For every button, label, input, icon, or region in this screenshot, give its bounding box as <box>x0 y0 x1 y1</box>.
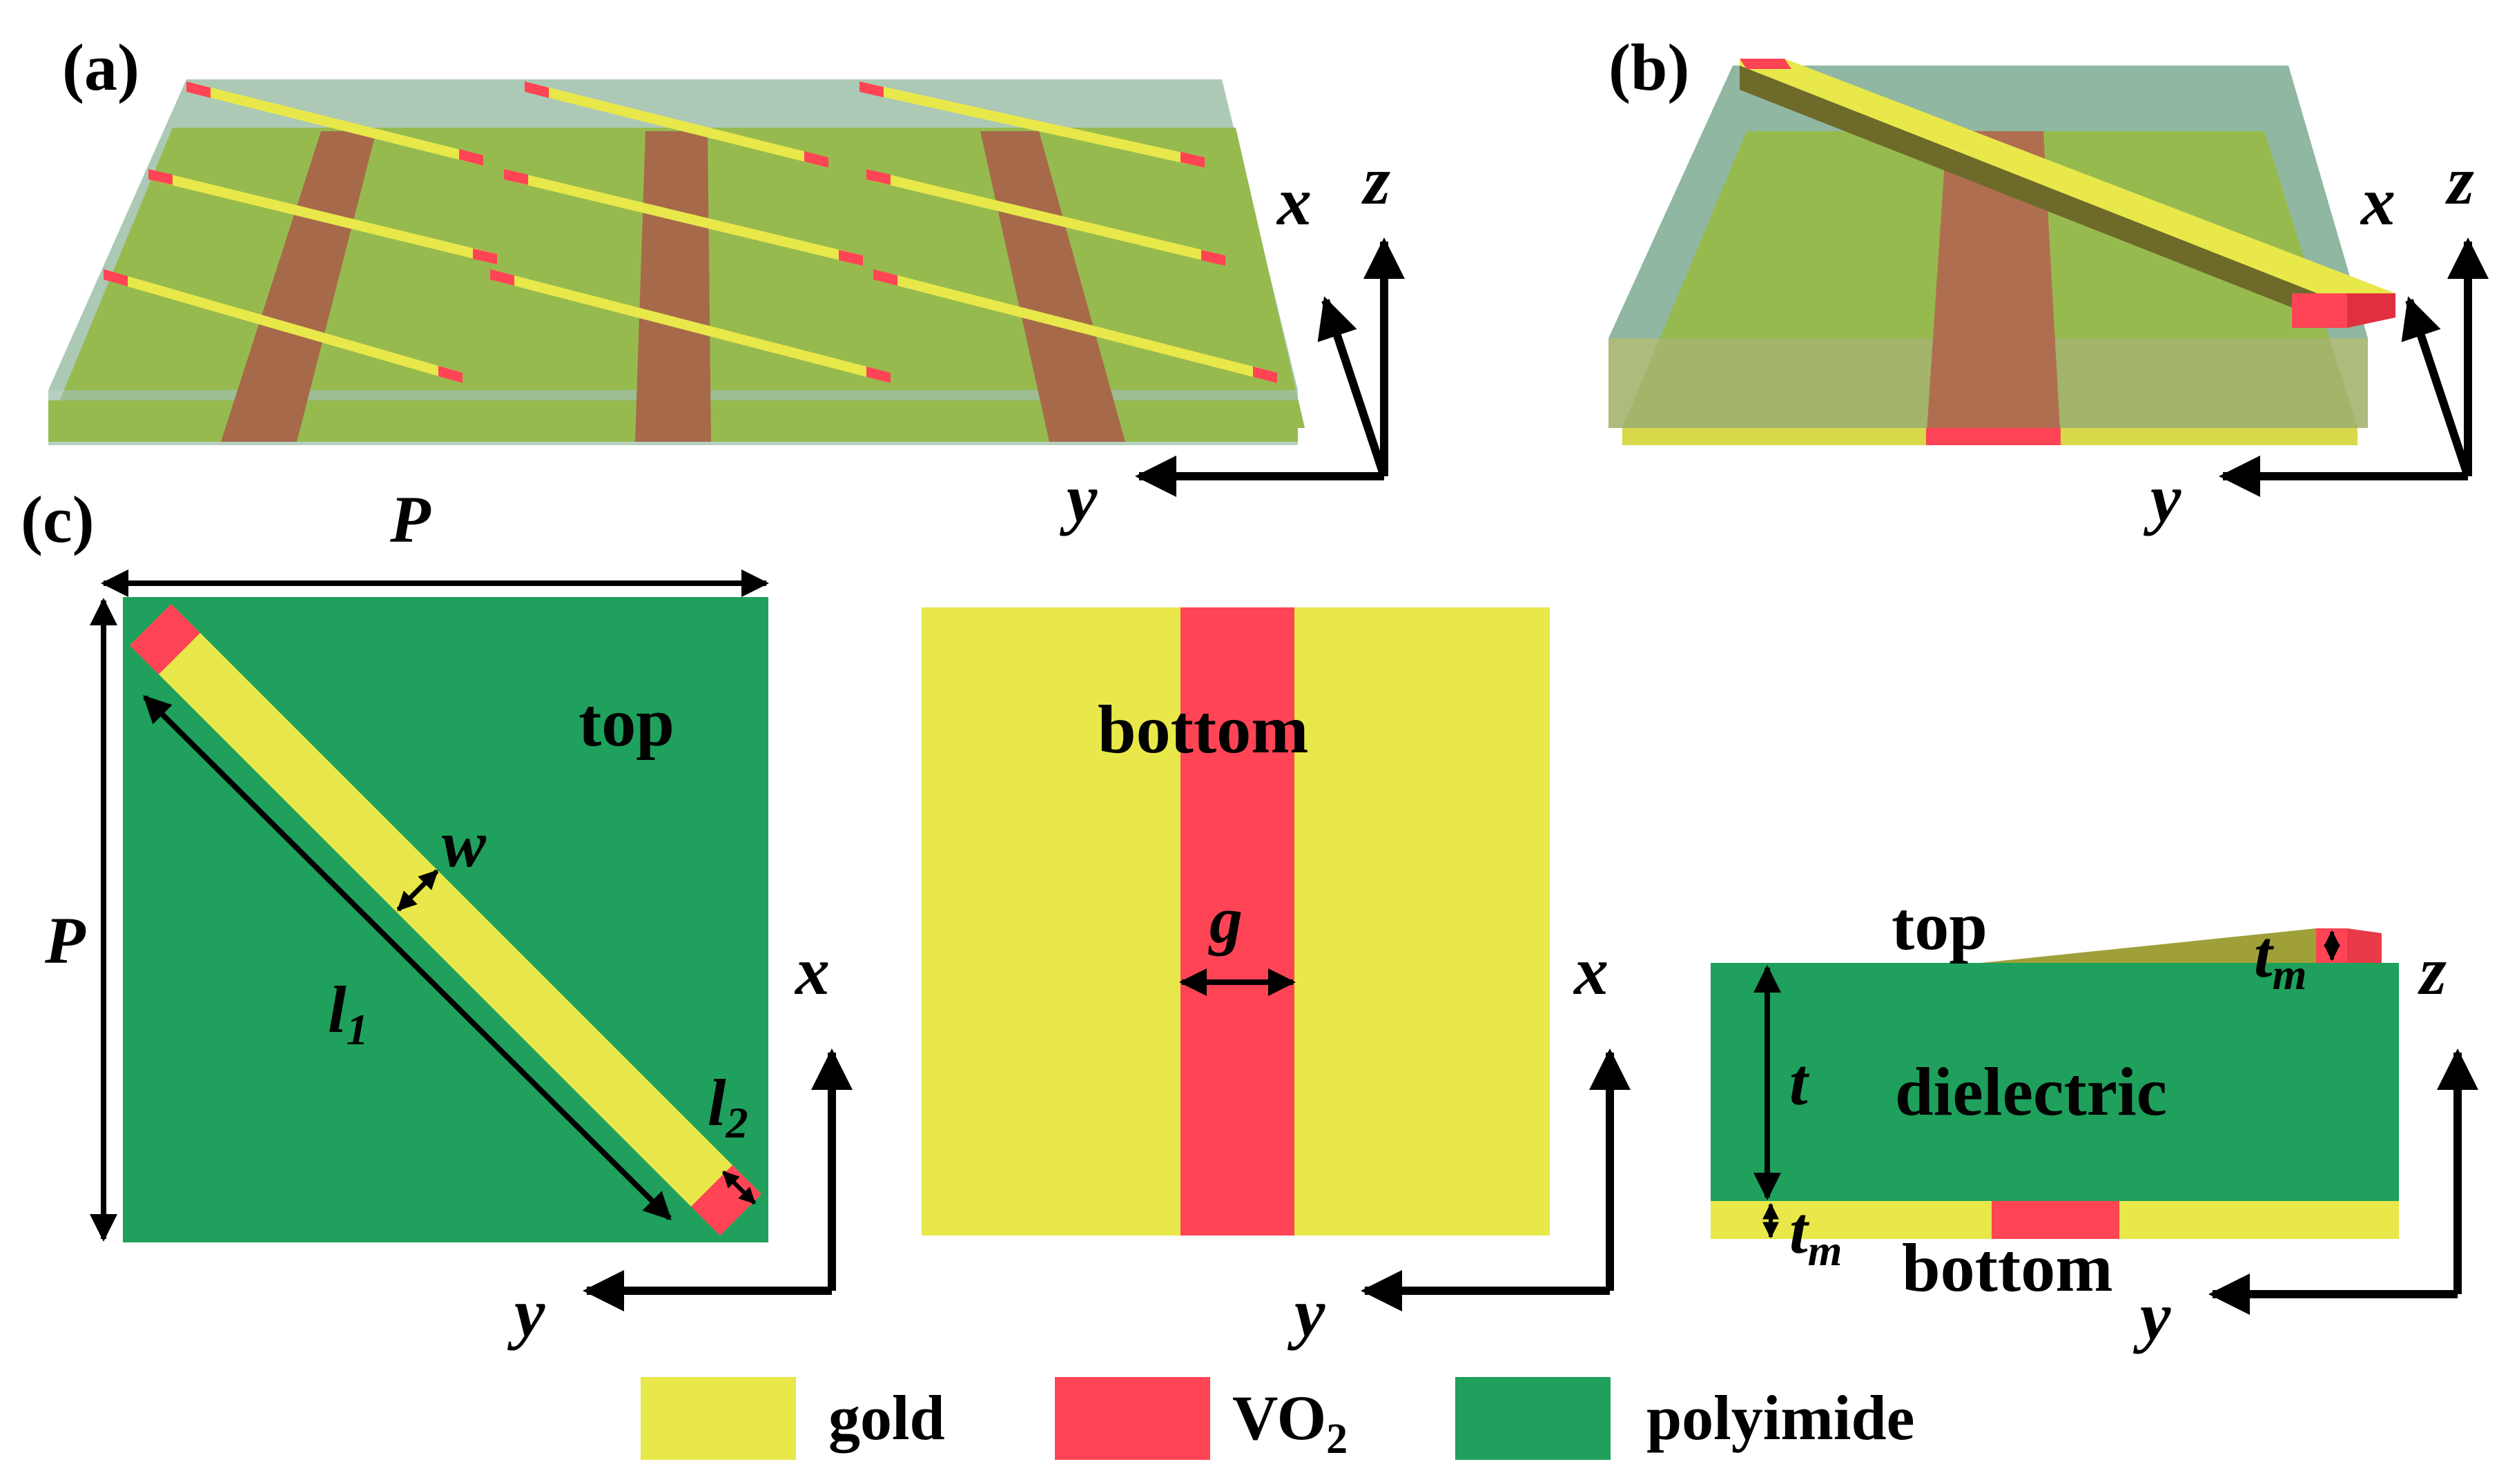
axis-z-label: z <box>2445 142 2474 219</box>
panel-c-label: (c) <box>21 482 95 556</box>
vo2-strip-3d <box>221 131 376 442</box>
side-top-label: top <box>1892 888 1987 964</box>
dielectric-block <box>1711 963 2399 1201</box>
panel-c: (c) P P l1 w l2 top x <box>21 482 2478 1354</box>
side-dielectric-label: dielectric <box>1895 1053 2167 1130</box>
vo2-ground-front <box>1926 428 2061 445</box>
axis-y-label: y <box>2132 1278 2171 1354</box>
top-view-label: top <box>579 684 674 761</box>
legend-label: VO2 <box>1232 1383 1348 1463</box>
axis-y-label: y <box>1287 1274 1325 1351</box>
length-gold-arrow <box>143 695 672 1220</box>
axes-a: x z y <box>1059 142 1405 536</box>
period-label: P <box>389 482 431 556</box>
side-bottom-label: bottom <box>1902 1229 2113 1306</box>
top-resonator-profile <box>1981 928 2316 963</box>
width-label: w <box>442 807 487 881</box>
length-gold-label: l1 <box>328 973 369 1054</box>
width-arrow <box>396 869 439 912</box>
axis-z-label: z <box>2418 933 2447 1009</box>
legend-swatch <box>641 1377 796 1460</box>
thickness-label: t <box>1789 1045 1810 1119</box>
axis-y-label: y <box>1059 460 1098 536</box>
axis-y-label: y <box>507 1274 545 1351</box>
gold-bar-3d <box>504 169 863 266</box>
legend-label: gold <box>828 1383 945 1453</box>
bottom-view-label: bottom <box>1098 691 1309 768</box>
gap-label: g <box>1208 883 1243 957</box>
top-view: P P l1 w l2 top x y <box>44 482 853 1351</box>
side-view: t tm tm top dielectric bottom z y <box>1711 888 2478 1354</box>
axis-x-label: x <box>2360 163 2395 240</box>
legend-item-gold: gold <box>641 1377 945 1460</box>
panel-a-label: (a) <box>62 30 139 104</box>
axis-y-label: y <box>2143 460 2181 536</box>
legend-item-vo2: VO2 <box>1055 1377 1348 1463</box>
gold-bar-3d <box>859 81 1205 168</box>
panel-b-label: (b) <box>1608 30 1689 104</box>
vo2-end-cap <box>130 604 200 674</box>
vo2-strip-3d <box>1926 131 2061 442</box>
bottom-view: bottom g x y <box>922 607 1631 1351</box>
panel-a: (a) <box>48 30 1405 536</box>
gold-bar-3d <box>186 81 483 166</box>
gold-bar-3d <box>525 81 828 168</box>
vo2-top-cap-side <box>2347 928 2382 963</box>
vo2-ground-gap <box>1992 1201 2119 1239</box>
metal-thickness-label-bottom: tm <box>1789 1193 1842 1275</box>
panel-b: (b) x z y <box>1608 30 2489 536</box>
metal-thickness-label-top: tm <box>2254 917 2306 999</box>
legend-label: polyimide <box>1646 1383 1914 1453</box>
length-vo2-label: l2 <box>708 1066 748 1147</box>
legend: gold VO2 polyimide <box>641 1377 1914 1463</box>
legend-swatch <box>1055 1377 1210 1460</box>
axis-z-label: z <box>1361 142 1390 219</box>
vo2-strip-3d <box>635 131 711 442</box>
legend-item-polyimide: polyimide <box>1455 1377 1914 1460</box>
gold-bar-3d <box>104 269 463 383</box>
gold-bar-3d <box>866 169 1225 266</box>
legend-swatch <box>1455 1377 1611 1460</box>
gold-bar-3d <box>148 169 497 264</box>
gold-bar-3d <box>490 269 891 383</box>
axis-x-label: x <box>794 933 830 1009</box>
gold-bar-3d <box>873 269 1277 383</box>
vo2-center-strip <box>1180 607 1294 1236</box>
gold-bar-3d <box>1740 59 2395 328</box>
period-label: P <box>44 904 86 977</box>
axis-x-label: x <box>1276 163 1312 240</box>
length-vo2-arrow <box>721 1170 757 1205</box>
axis-x-label: x <box>1573 933 1608 1009</box>
